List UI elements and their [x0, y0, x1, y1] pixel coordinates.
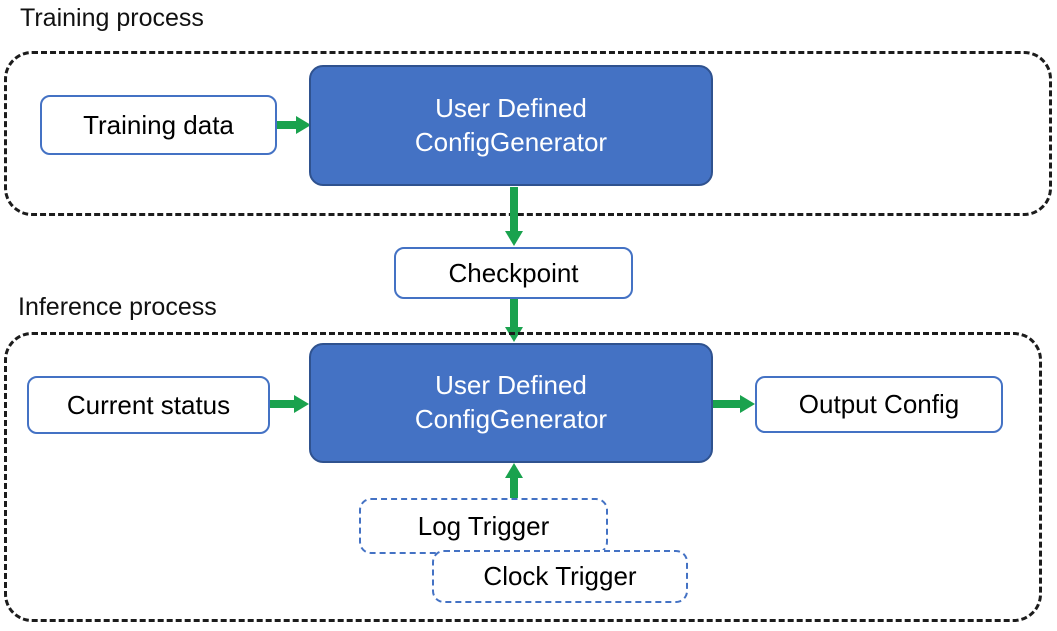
arrow-generator-to-checkpoint [505, 187, 523, 246]
output-config-label: Output Config [798, 389, 960, 419]
log-trigger-label: Log Trigger [417, 510, 550, 541]
current-status-label: Current status [66, 389, 231, 420]
arrow-head-right-icon [296, 116, 311, 134]
arrow-shaft [510, 187, 518, 233]
checkpoint-label: Checkpoint [448, 257, 579, 288]
arrow-shaft [270, 400, 296, 408]
generator-label-line2: ConfigGenerator [414, 126, 608, 157]
arrow-shaft [277, 121, 298, 129]
arrow-generator-to-output-config [713, 395, 755, 413]
training-process-group [4, 51, 1052, 216]
inference-process-group [4, 332, 1042, 622]
training-config-generator-box: User Defined ConfigGenerator [309, 65, 713, 186]
checkpoint-box: Checkpoint [394, 247, 633, 299]
arrow-head-right-icon [740, 395, 755, 413]
clock-trigger-label: Clock Trigger [483, 561, 637, 591]
generator-label-line2: ConfigGenerator [414, 404, 608, 434]
clock-trigger-box: Clock Trigger [432, 550, 688, 603]
current-status-box: Current status [27, 376, 270, 434]
arrow-shaft [713, 400, 742, 408]
arrow-head-up-icon [505, 463, 523, 478]
arrow-head-down-icon [505, 231, 523, 246]
generator-label-line1: User Defined [435, 370, 587, 401]
output-config-box: Output Config [755, 376, 1003, 433]
training-process-label: Training process [20, 4, 204, 32]
arrow-current-status-to-generator [270, 395, 309, 413]
generator-label-line1: User Defined [435, 92, 587, 123]
inference-process-label: Inference process [18, 293, 217, 321]
arrow-head-right-icon [294, 395, 309, 413]
arrow-triggers-to-generator [505, 463, 523, 499]
arrow-shaft [510, 476, 518, 499]
log-trigger-box: Log Trigger [359, 498, 608, 554]
inference-config-generator-box: User Defined ConfigGenerator [309, 343, 713, 463]
arrow-shaft [510, 299, 518, 329]
training-data-box: Training data [40, 95, 277, 155]
arrow-training-data-to-generator [277, 116, 311, 134]
training-data-label: Training data [83, 109, 234, 140]
